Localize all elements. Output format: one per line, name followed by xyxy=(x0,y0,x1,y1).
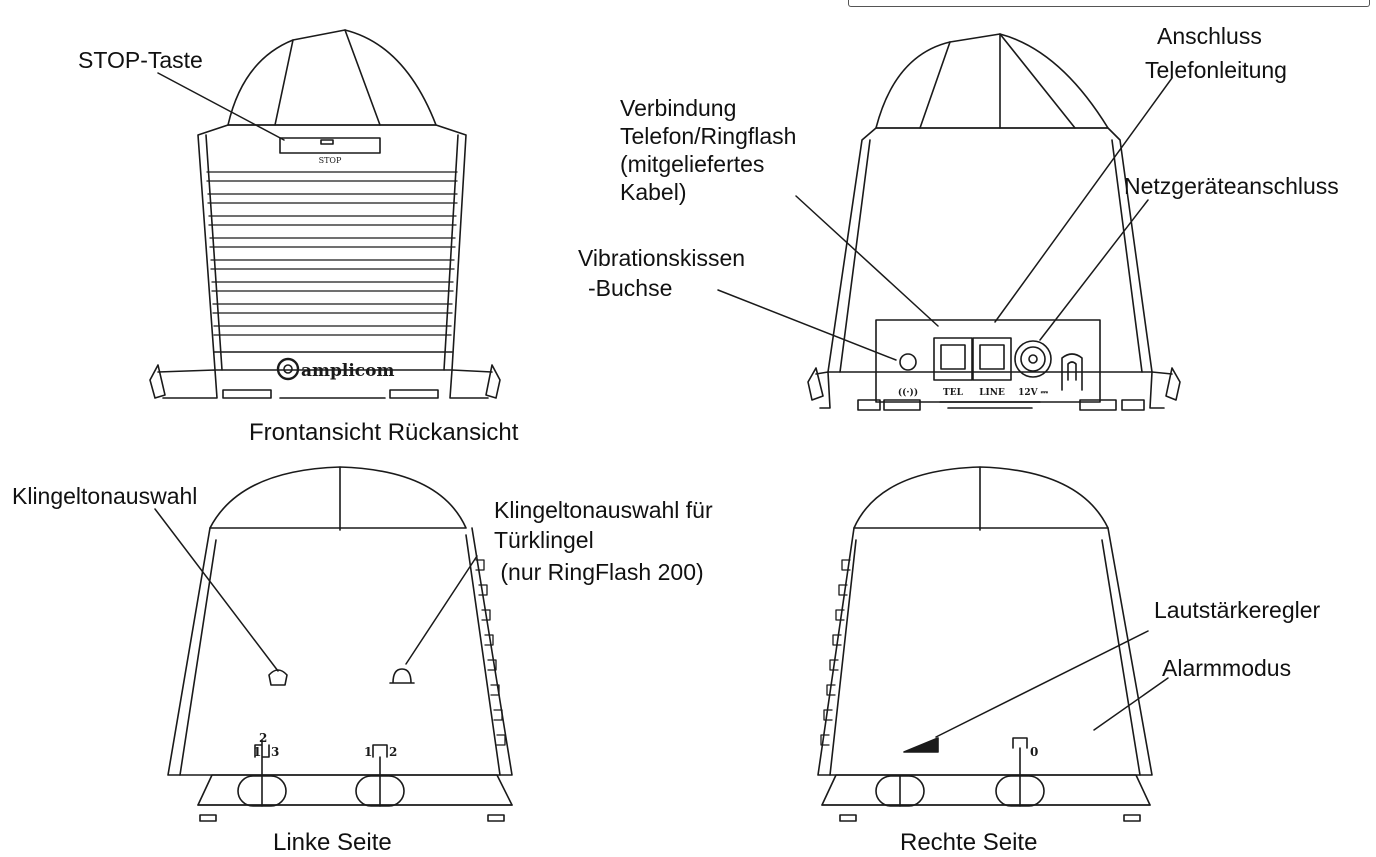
vibration-socket xyxy=(899,353,917,371)
right-sw2-zero: 0 xyxy=(1030,745,1038,759)
label-klingelton: Klingeltonauswahl xyxy=(12,483,198,509)
label-stop-taste: STOP-Taste xyxy=(78,47,203,73)
tel-jack-text: TEL xyxy=(943,388,964,398)
label-verbindung-3: (mitgeliefertes xyxy=(620,151,765,177)
right-side-view xyxy=(817,466,1153,822)
line-jack-text: LINE xyxy=(979,388,1005,398)
leader-vibration xyxy=(717,289,897,361)
bell-icon xyxy=(389,668,415,684)
side-ribs-right xyxy=(820,559,851,746)
leader-lines xyxy=(154,72,1173,738)
label-vibration-2: -Buchse xyxy=(588,275,673,301)
label-anschluss-2: Telefonleitung xyxy=(1145,57,1287,83)
label-verbindung-4: Kabel) xyxy=(620,179,687,205)
label-lautstaerke: Lautstärkeregler xyxy=(1154,597,1321,623)
leader-anschluss xyxy=(994,77,1173,323)
leader-klingelton xyxy=(154,508,279,672)
left-side-view xyxy=(167,466,513,822)
vibration-jack-text: ((·)) xyxy=(898,387,918,398)
phone-icon xyxy=(268,669,288,686)
label-tuer-3: (nur RingFlash 200) xyxy=(494,559,704,585)
caption-right-side: Rechte Seite xyxy=(900,829,1038,856)
left-sw1-pos2: 2 xyxy=(259,731,267,745)
label-tuer-1: Klingeltonauswahl für xyxy=(494,497,713,523)
label-vibration-1: Vibrationskissen xyxy=(578,245,746,271)
leader-tuer xyxy=(405,555,478,665)
brand-logo xyxy=(276,357,300,381)
caption-front-back: Frontansicht Rückansicht xyxy=(249,419,519,446)
power-jack-text: 12V ⎓ xyxy=(1018,388,1049,398)
front-grille xyxy=(206,171,458,336)
left-sw2-pos2: 2 xyxy=(389,745,397,759)
left-sw1-pos3: 3 xyxy=(271,745,279,759)
device-stop-text: STOP xyxy=(319,156,342,165)
brand-text: amplicom xyxy=(301,361,394,381)
tel-jack xyxy=(933,337,973,381)
line-jack xyxy=(972,337,1012,381)
label-tuer-2: Türklingel xyxy=(494,527,594,553)
side-ribs xyxy=(475,559,506,746)
label-netzgeraet: Netzgeräteanschluss xyxy=(1124,173,1339,199)
front-view xyxy=(149,29,501,399)
leader-lautstaerke xyxy=(935,630,1149,738)
label-verbindung-1: Verbindung xyxy=(620,95,737,121)
label-alarmmodus: Alarmmodus xyxy=(1162,655,1292,681)
left-sw2-pos1: 1 xyxy=(364,745,372,759)
left-sw1-pos1: 1 xyxy=(253,745,261,759)
back-view xyxy=(807,33,1181,411)
label-verbindung-2: Telefon/Ringflash xyxy=(620,123,797,149)
leader-stop xyxy=(157,72,285,141)
caption-left-side: Linke Seite xyxy=(273,829,392,856)
leader-alarm xyxy=(1093,677,1169,731)
volume-wedge-icon xyxy=(903,737,939,753)
label-anschluss-1: Anschluss xyxy=(1157,23,1262,49)
leader-verbindung xyxy=(795,195,939,327)
power-socket xyxy=(1014,340,1052,378)
leader-netz xyxy=(1039,199,1149,341)
top-frame-edge xyxy=(848,0,1370,7)
